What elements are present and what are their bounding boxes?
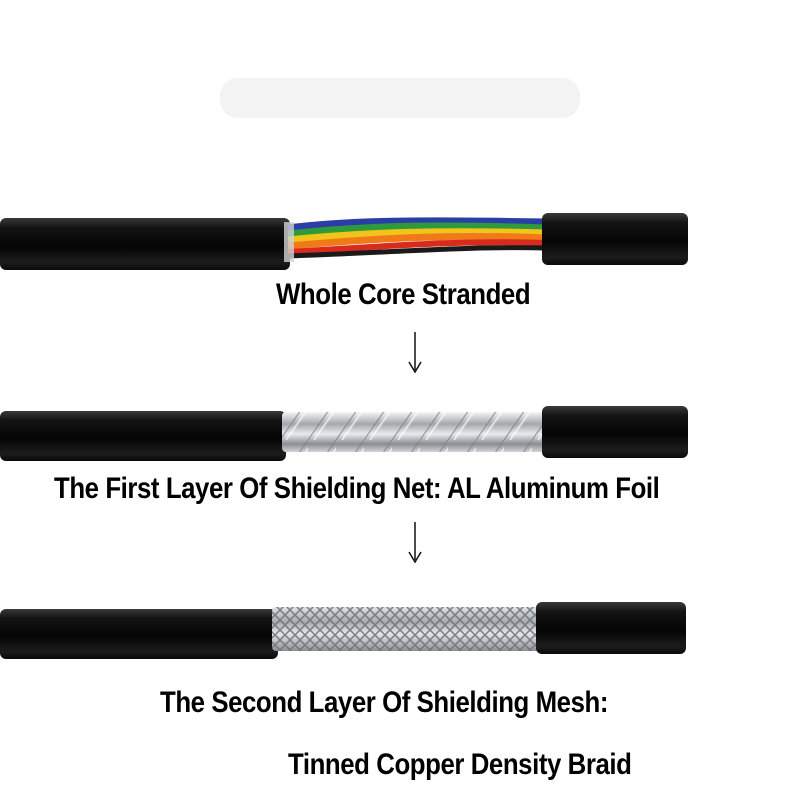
cable-aluminum-foil [0,406,688,461]
label-tinned-copper-braid: Tinned Copper Density Braid [288,748,632,781]
cable-jacket-left [0,411,286,461]
arrow-down-icon [408,522,422,564]
cable-jacket-right [542,406,688,458]
label-first-layer-foil: The First Layer Of Shielding Net: AL Alu… [54,472,660,505]
arrow-down-icon [408,332,422,374]
cable-copper-braid [0,602,686,659]
cable-jacket-right [542,213,688,265]
colored-wires [287,217,549,259]
cable-jacket-right [536,602,686,654]
cable-jacket-left [0,218,290,270]
label-second-layer-mesh: The Second Layer Of Shielding Mesh: [160,686,608,719]
cable-stranded-core [0,213,688,270]
cable-jacket-left [0,609,278,659]
watermark-smudge [220,78,580,118]
label-whole-core-stranded: Whole Core Stranded [276,278,531,311]
